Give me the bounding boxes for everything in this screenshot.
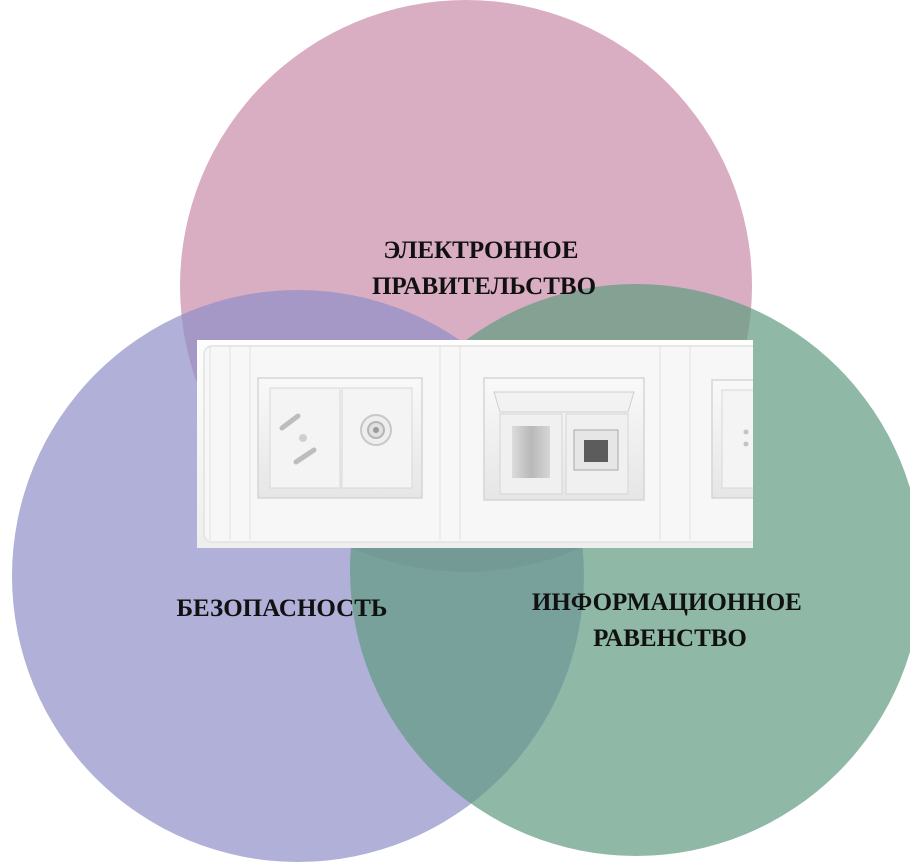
power-socket-partial-icon — [711, 379, 753, 499]
network-socket-icon — [483, 377, 645, 501]
label-line: БЕЗОПАСНОСТЬ — [177, 595, 388, 622]
label-electronic-government: ЭЛЕКТРОННОЕ ПРАВИТЕЛЬСТВО — [372, 237, 596, 300]
label-security: БЕЗОПАСНОСТЬ — [177, 595, 388, 622]
tv-antenna-socket-icon — [341, 387, 413, 489]
label-line: ИНФОРМАЦИОННОЕ — [532, 589, 802, 616]
wall-socket-panel-photo — [197, 340, 753, 548]
label-line: РАВЕНСТВО — [593, 625, 747, 652]
label-line: ЭЛЕКТРОННОЕ — [383, 237, 578, 264]
label-information-equality: ИНФОРМАЦИОННОЕ РАВЕНСТВО — [532, 589, 808, 652]
label-line: ПРАВИТЕЛЬСТВО — [372, 273, 596, 300]
